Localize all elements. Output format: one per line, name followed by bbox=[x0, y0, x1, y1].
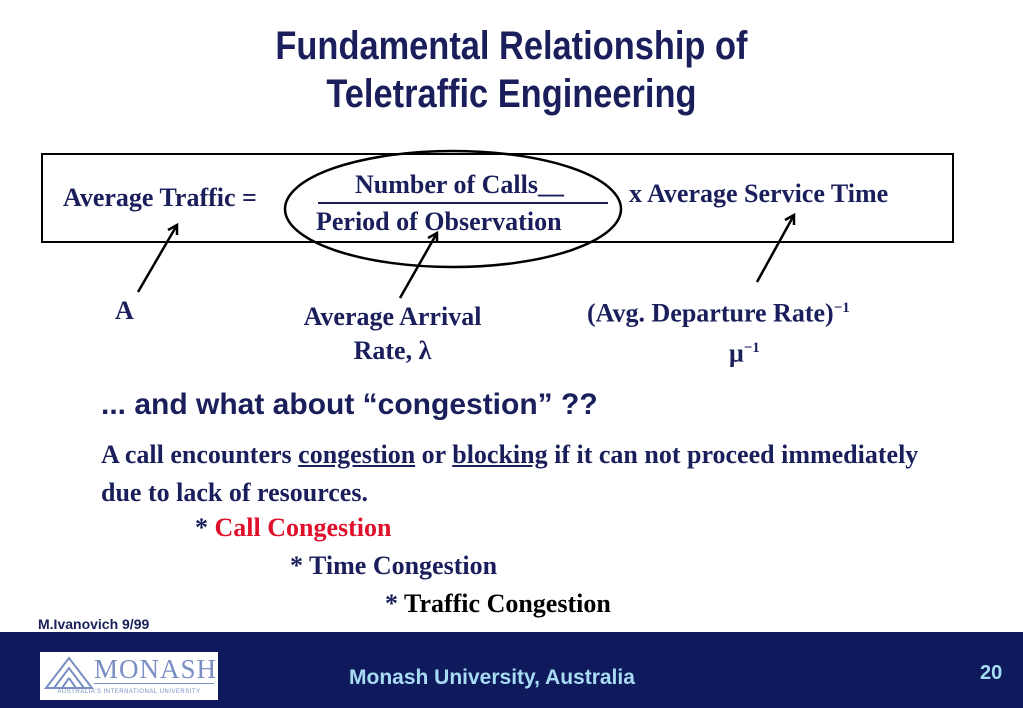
title-line-1: Fundamental Relationship of bbox=[275, 24, 748, 68]
list-item-call-congestion: * Call Congestion bbox=[195, 513, 391, 543]
arrival-line-2: Rate, λ bbox=[353, 336, 432, 365]
list-bullet: * bbox=[195, 513, 215, 542]
slide-title: Fundamental Relationship of Teletraffic … bbox=[72, 22, 952, 118]
list-label: Traffic Congestion bbox=[404, 589, 611, 618]
fraction-bar bbox=[318, 202, 608, 204]
footer-bar: MONASH AUSTRALIA'S INTERNATIONAL UNIVERS… bbox=[0, 632, 1023, 708]
congestion-definition: A call encounters congestion or blocking… bbox=[101, 436, 961, 512]
monash-tagline: AUSTRALIA'S INTERNATIONAL UNIVERSITY bbox=[57, 689, 201, 695]
title-line-2: Teletraffic Engineering bbox=[326, 72, 697, 116]
monash-logo-mark-icon bbox=[43, 656, 95, 689]
arrow-arrival-head bbox=[427, 230, 439, 243]
arrival-line-1: Average Arrival bbox=[303, 302, 482, 331]
label-departure: (Avg. Departure Rate)−1 bbox=[587, 293, 850, 329]
university-name: Monash University, Australia bbox=[349, 666, 635, 689]
rate-highlight-ellipse bbox=[283, 149, 623, 269]
definition-part-2: or bbox=[415, 440, 453, 469]
departure-exponent: −1 bbox=[833, 300, 850, 316]
definition-part-1: A call encounters bbox=[101, 440, 299, 469]
page-number: 20 bbox=[980, 662, 1003, 684]
mu-exponent: −1 bbox=[743, 340, 760, 356]
label-arrival: Average Arrival Rate, λ bbox=[285, 302, 500, 366]
list-bullet: * bbox=[385, 589, 405, 618]
arrow-a bbox=[136, 224, 179, 293]
arrow-arrival bbox=[398, 232, 439, 299]
formula-rhs: x Average Service Time bbox=[629, 179, 889, 208]
departure-text: (Avg. Departure Rate) bbox=[587, 298, 834, 328]
logo-divider bbox=[94, 683, 214, 684]
list-bullet: * bbox=[290, 551, 310, 580]
monash-logo: MONASH AUSTRALIA'S INTERNATIONAL UNIVERS… bbox=[40, 652, 218, 700]
label-mu: μ−1 bbox=[729, 333, 760, 369]
mu-symbol: μ bbox=[729, 338, 744, 368]
formula-numerator: Number of Calls__ bbox=[355, 170, 564, 199]
term-congestion: congestion bbox=[298, 440, 416, 469]
term-blocking: blocking bbox=[452, 440, 548, 469]
formula-denominator: Period of Observation bbox=[316, 207, 562, 236]
formula-lhs: Average Traffic = bbox=[63, 183, 257, 212]
monash-wordmark: MONASH bbox=[94, 654, 218, 684]
list-label: Time Congestion bbox=[309, 551, 498, 580]
author-credit: M.Ivanovich 9/99 bbox=[38, 616, 150, 632]
arrow-departure bbox=[755, 214, 796, 283]
arrow-a-head bbox=[167, 222, 179, 235]
list-item-traffic-congestion: * Traffic Congestion bbox=[385, 589, 611, 619]
congestion-question: ... and what about “congestion” ?? bbox=[101, 388, 598, 421]
list-label: Call Congestion bbox=[214, 513, 392, 542]
definition-part-3: if it can not proceed immediately due to… bbox=[101, 440, 919, 507]
arrow-departure-head bbox=[784, 212, 796, 225]
list-item-time-congestion: * Time Congestion bbox=[290, 551, 497, 581]
label-a: A bbox=[115, 296, 134, 325]
